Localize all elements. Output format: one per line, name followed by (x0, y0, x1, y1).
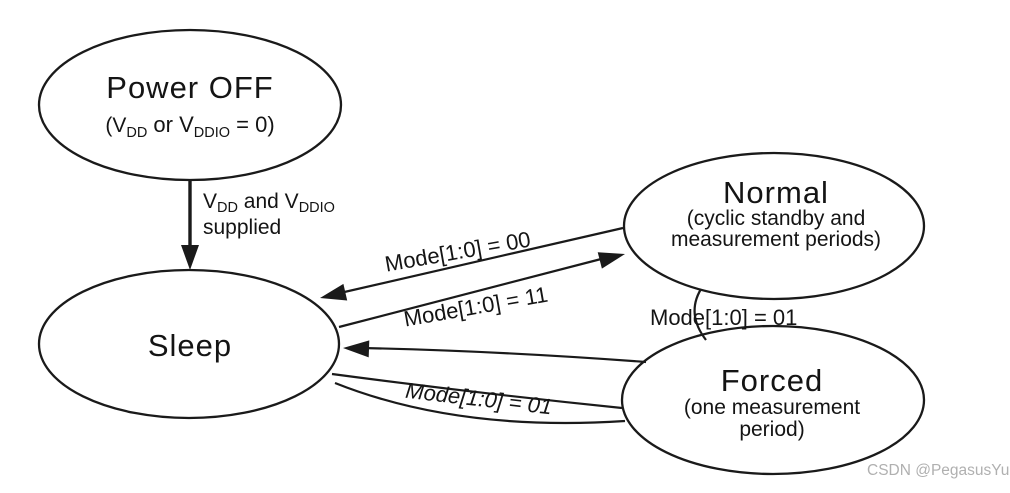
forced-title: Forced (721, 363, 823, 398)
arrowhead-sleep-to-normal-icon (597, 252, 625, 269)
normal-subtitle-2: measurement periods) (671, 228, 881, 251)
normal-subtitle-1: (cyclic standby and (687, 207, 866, 230)
edge-normal-to-forced (693, 288, 707, 341)
edge-sleep-to-normal (338, 256, 606, 329)
mode-01-sleep-forced-label: Mode[1:0] = 01 (404, 378, 553, 420)
supply-vdd: V (203, 190, 217, 213)
power-off-title: Power OFF (106, 70, 273, 105)
supply-vddio-subscript: DDIO (299, 200, 335, 216)
power-off-cond-open: (V (105, 114, 126, 137)
mode-01-normal-forced-label: Mode[1:0] = 01 (650, 305, 797, 330)
mode-11-label: Mode[1:0] = 11 (402, 282, 550, 332)
vdd-subscript: DD (126, 125, 147, 141)
supply-vdd-subscript: DD (217, 200, 238, 216)
arrowhead-poweroff-to-sleep-icon (181, 245, 199, 270)
supply-and: and V (238, 190, 299, 213)
forced-subtitle-2: period) (739, 418, 804, 441)
state-power-off-ellipse (37, 28, 343, 182)
state-normal-ellipse (622, 151, 926, 301)
power-off-condition: (VDD or VDDIO = 0) (105, 112, 274, 141)
state-forced-ellipse (620, 324, 926, 476)
forced-subtitle-1: (one measurement (684, 396, 860, 419)
vddio-subscript: DDIO (194, 125, 230, 141)
mode-00-label: Mode[1:0] = 00 (383, 227, 532, 277)
edge-sleep-to-forced-lower (334, 381, 626, 425)
supply-condition-line2: supplied (203, 216, 281, 239)
state-sleep-ellipse (37, 268, 341, 420)
edge-normal-to-sleep (339, 226, 624, 295)
sleep-title: Sleep (148, 328, 232, 363)
normal-title: Normal (723, 175, 829, 210)
power-off-cond-mid: or V (147, 112, 194, 137)
edge-forced-to-sleep (361, 346, 647, 364)
edge-sleep-to-forced-upper (331, 372, 623, 410)
arrowhead-normal-to-sleep-icon (320, 283, 348, 301)
arrowhead-forced-to-sleep-icon (343, 340, 370, 358)
watermark-text: CSDN @PegasusYu (867, 462, 1009, 479)
supply-condition-line1: VDD and VDDIO (203, 190, 335, 216)
power-off-cond-close: = 0) (230, 112, 275, 137)
